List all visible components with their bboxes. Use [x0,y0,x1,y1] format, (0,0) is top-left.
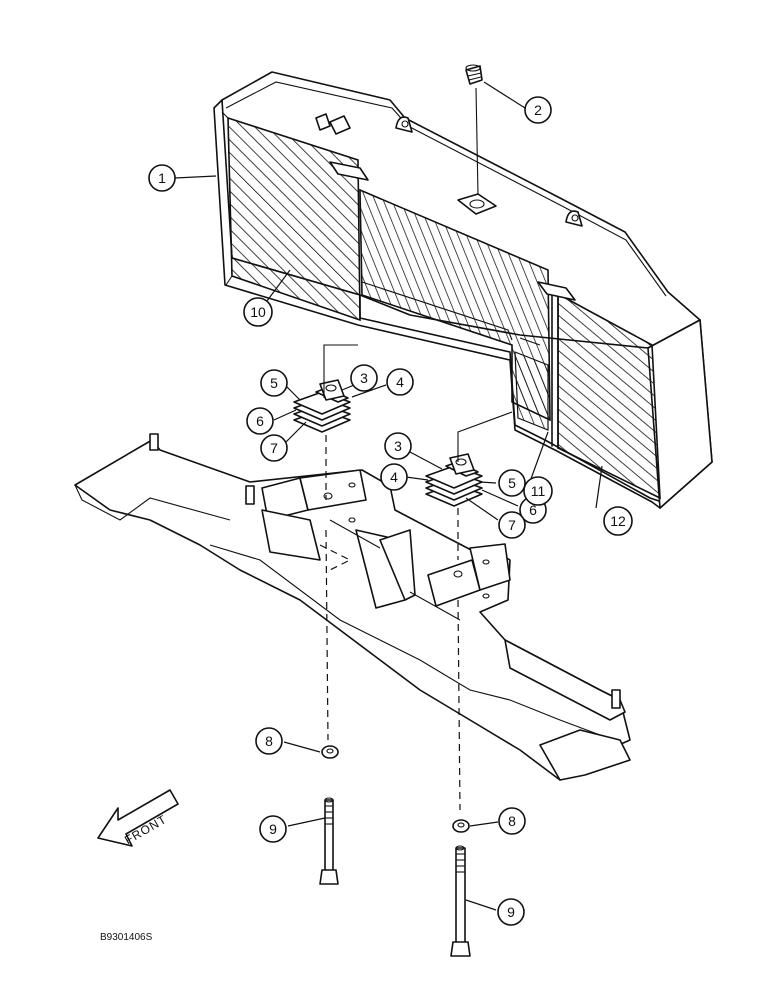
callout-12: 12 [603,506,633,536]
callout-7-right: 7 [498,511,526,539]
callout-6-right-label: 6 [529,502,537,518]
bolt-right [450,845,471,957]
callout-9-right: 9 [497,898,525,926]
shim-stack-right [425,453,483,507]
callout-9-left-label: 9 [269,821,277,837]
callout-3-right-label: 3 [394,438,402,454]
washer-right [452,819,470,833]
plug [465,64,483,85]
callout-8-left-label: 8 [265,733,273,749]
bolt-left [319,797,339,885]
callout-6-left: 6 [246,407,274,435]
callout-7-right-label: 7 [508,517,516,533]
callout-5-left: 5 [260,369,288,397]
callout-7-left-label: 7 [270,440,278,456]
figure-code: B9301406S [100,932,153,943]
callout-7-left: 7 [260,434,288,462]
counterweight [213,71,713,509]
callout-11-label: 11 [531,483,546,499]
callout-4-left: 4 [386,368,414,396]
callout-1-label: 1 [158,170,166,186]
washer-left [321,745,339,759]
callout-3-left: 3 [350,364,378,392]
callout-12-label: 12 [610,513,626,529]
callout-8-left: 8 [255,727,283,755]
callout-4-left-label: 4 [396,374,404,390]
callout-2: 2 [524,96,552,124]
callout-5-right: 5 [498,469,526,497]
callout-10: 10 [243,297,273,327]
callout-8-right-label: 8 [508,813,516,829]
front-direction-arrow: FRONT [97,789,179,847]
callout-5-right-label: 5 [508,475,516,491]
callout-1: 1 [148,164,176,192]
callout-9-left: 9 [259,815,287,843]
callout-3-left-label: 3 [360,370,368,386]
callout-10-label: 10 [250,304,266,320]
callout-9-right-label: 9 [507,904,515,920]
callout-5-left-label: 5 [270,375,278,391]
callout-6-left-label: 6 [256,413,264,429]
shim-stack-left [293,379,351,433]
callout-2-label: 2 [534,102,542,118]
callout-3-right: 3 [384,432,412,460]
callout-4-right: 4 [380,463,408,491]
callout-8-right: 8 [498,807,526,835]
callout-11: 11 [523,476,553,506]
callout-4-right-label: 4 [390,469,398,485]
